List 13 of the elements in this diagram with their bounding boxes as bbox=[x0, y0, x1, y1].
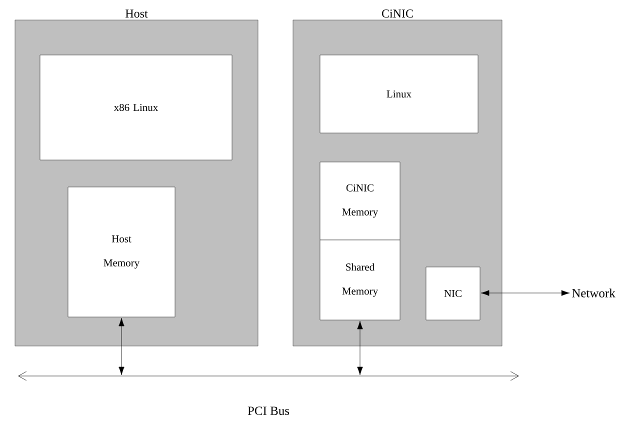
memory-box: Host Memory bbox=[68, 186, 176, 318]
arrow bbox=[480, 290, 570, 296]
node-label: CiNIC bbox=[382, 10, 413, 18]
bus-label: PCI Bus bbox=[248, 406, 290, 415]
node-label: Host bbox=[126, 10, 148, 18]
os-box: x86 Linux bbox=[40, 54, 232, 160]
arrow bbox=[357, 320, 363, 376]
arrow bbox=[118, 318, 124, 376]
memory-box: Shared Memory bbox=[320, 240, 400, 320]
memory-box: CiNIC Memory bbox=[320, 162, 400, 240]
nic-box: NIC bbox=[426, 266, 480, 320]
os-box: Linux bbox=[320, 54, 478, 134]
network-label: Network bbox=[572, 288, 616, 298]
